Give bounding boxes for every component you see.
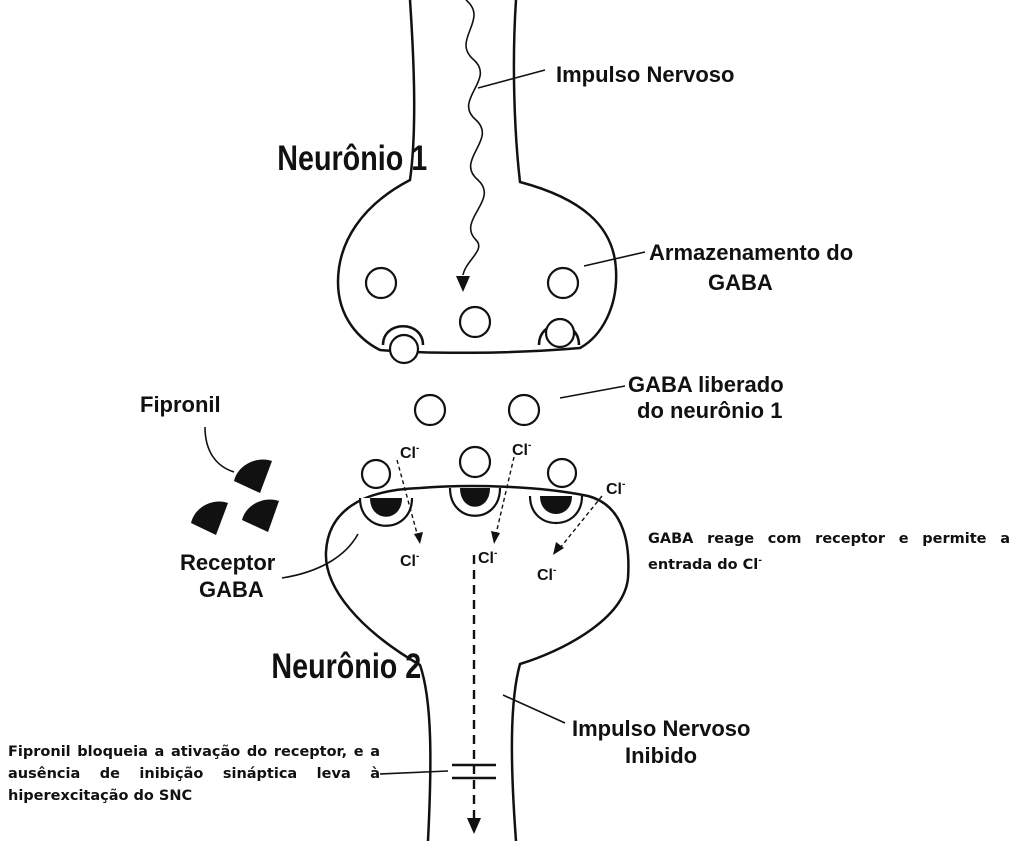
chloride-ion-label: Cl-	[400, 443, 419, 462]
impulse-leader	[478, 70, 545, 88]
inhibited-impulse-arrowhead	[467, 818, 481, 834]
storage-label: GABA	[708, 270, 773, 295]
receptor-label: GABA	[199, 577, 264, 602]
bound-gaba	[548, 459, 576, 487]
impulse-wave	[463, 0, 484, 275]
neuron1-label: Neurônio 1	[277, 138, 427, 177]
fipronil-molecule	[234, 460, 272, 493]
chloride-ion-label: Cl-	[537, 565, 556, 584]
svg-text:Cl-: Cl-	[512, 440, 531, 459]
svg-text:Cl-: Cl-	[400, 551, 419, 570]
block-leader	[380, 771, 448, 774]
released-gaba	[415, 395, 445, 425]
receptor-leader	[282, 534, 358, 578]
released-leader	[560, 386, 625, 398]
svg-text:Cl-: Cl-	[400, 443, 419, 462]
impulse-arrowhead	[456, 276, 470, 292]
chloride-ion-label: Cl-	[400, 551, 419, 570]
released-label: do neurônio 1	[637, 398, 782, 423]
receptor-label: Receptor	[180, 550, 276, 575]
chloride-arrowhead	[491, 531, 500, 544]
inhibited-label: Impulso Nervoso	[572, 716, 750, 741]
chloride-arrowhead	[553, 542, 564, 555]
fipronil-molecule	[242, 500, 279, 532]
bound-gaba	[362, 460, 390, 488]
svg-text:Cl-: Cl-	[537, 565, 556, 584]
storage-label: Armazenamento do	[649, 240, 853, 265]
chloride-ion-label: Cl-	[512, 440, 531, 459]
svg-text:Cl-: Cl-	[478, 548, 497, 567]
chloride-ion-label: Cl-	[606, 479, 625, 498]
chloride-arrowhead	[414, 532, 423, 544]
svg-text:Cl-: Cl-	[606, 479, 625, 498]
fipronil-leader	[205, 427, 234, 472]
gaba-vesicle	[366, 268, 396, 298]
released-label: GABA liberado	[628, 372, 784, 397]
fipronil-effect-note: Fipronil bloqueia a ativação do receptor…	[8, 741, 380, 807]
fusing-vesicle	[390, 335, 418, 363]
gaba-vesicle	[460, 307, 490, 337]
gaba-reaction-note: GABA reage com receptor e permite a entr…	[648, 528, 1010, 576]
fusing-vesicle	[546, 319, 574, 347]
gaba-vesicle	[548, 268, 578, 298]
inhibited-label: Inibido	[625, 743, 697, 768]
impulse-label: Impulso Nervoso	[556, 62, 734, 87]
fipronil-label: Fipronil	[140, 392, 221, 417]
bound-gaba	[460, 447, 490, 477]
released-gaba	[509, 395, 539, 425]
chloride-ion-label: Cl-	[478, 548, 497, 567]
neuron2-label: Neurônio 2	[271, 646, 421, 685]
fipronil-molecule	[191, 502, 228, 535]
